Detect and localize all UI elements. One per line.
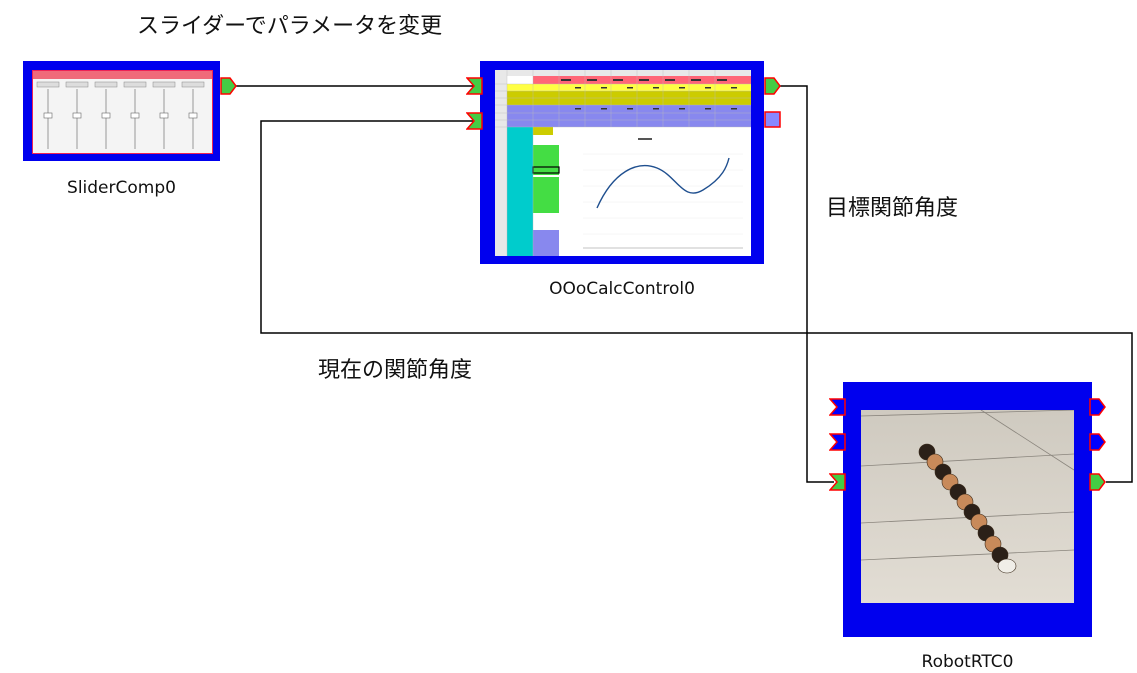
spreadsheet-graphic bbox=[495, 70, 751, 256]
robot-inport-3[interactable] bbox=[829, 473, 847, 491]
robot-inport-1[interactable] bbox=[829, 398, 847, 416]
slider-outport[interactable] bbox=[220, 77, 238, 95]
slider-caption: スライダーでパラメータを変更 bbox=[137, 14, 443, 39]
robot-inport-2[interactable] bbox=[829, 433, 847, 451]
robot-outport-3[interactable] bbox=[1089, 473, 1107, 491]
robot-simulation-view bbox=[861, 410, 1074, 603]
slider-component[interactable] bbox=[23, 61, 220, 161]
target-angle-label: 目標関節角度 bbox=[826, 196, 959, 221]
snake-robot bbox=[918, 443, 1017, 574]
wire-calc-out-to-robot-in bbox=[780, 85, 834, 483]
slider-controls bbox=[36, 81, 205, 149]
calc-service-port[interactable] bbox=[764, 111, 782, 129]
wire-robot-out-to-calc-in bbox=[260, 120, 1133, 483]
spreadsheet-preview bbox=[495, 70, 751, 256]
calc-inport-1[interactable] bbox=[466, 77, 484, 95]
robot-component[interactable] bbox=[843, 382, 1092, 637]
slider-window-preview bbox=[32, 70, 213, 154]
calc-inport-2[interactable] bbox=[466, 112, 484, 130]
calc-component[interactable] bbox=[480, 61, 764, 264]
robot-component-name: RobotRTC0 bbox=[921, 652, 1014, 672]
robot-outport-2[interactable] bbox=[1089, 433, 1107, 451]
slider-window-titlebar bbox=[33, 71, 212, 79]
calc-outport[interactable] bbox=[764, 77, 782, 95]
robot-outport-1[interactable] bbox=[1089, 398, 1107, 416]
robot-scene-graphic bbox=[861, 410, 1074, 603]
current-angle-label: 現在の関節角度 bbox=[318, 358, 473, 383]
slider-component-name: SliderComp0 bbox=[67, 178, 176, 198]
calc-component-name: OOoCalcControl0 bbox=[549, 279, 695, 299]
